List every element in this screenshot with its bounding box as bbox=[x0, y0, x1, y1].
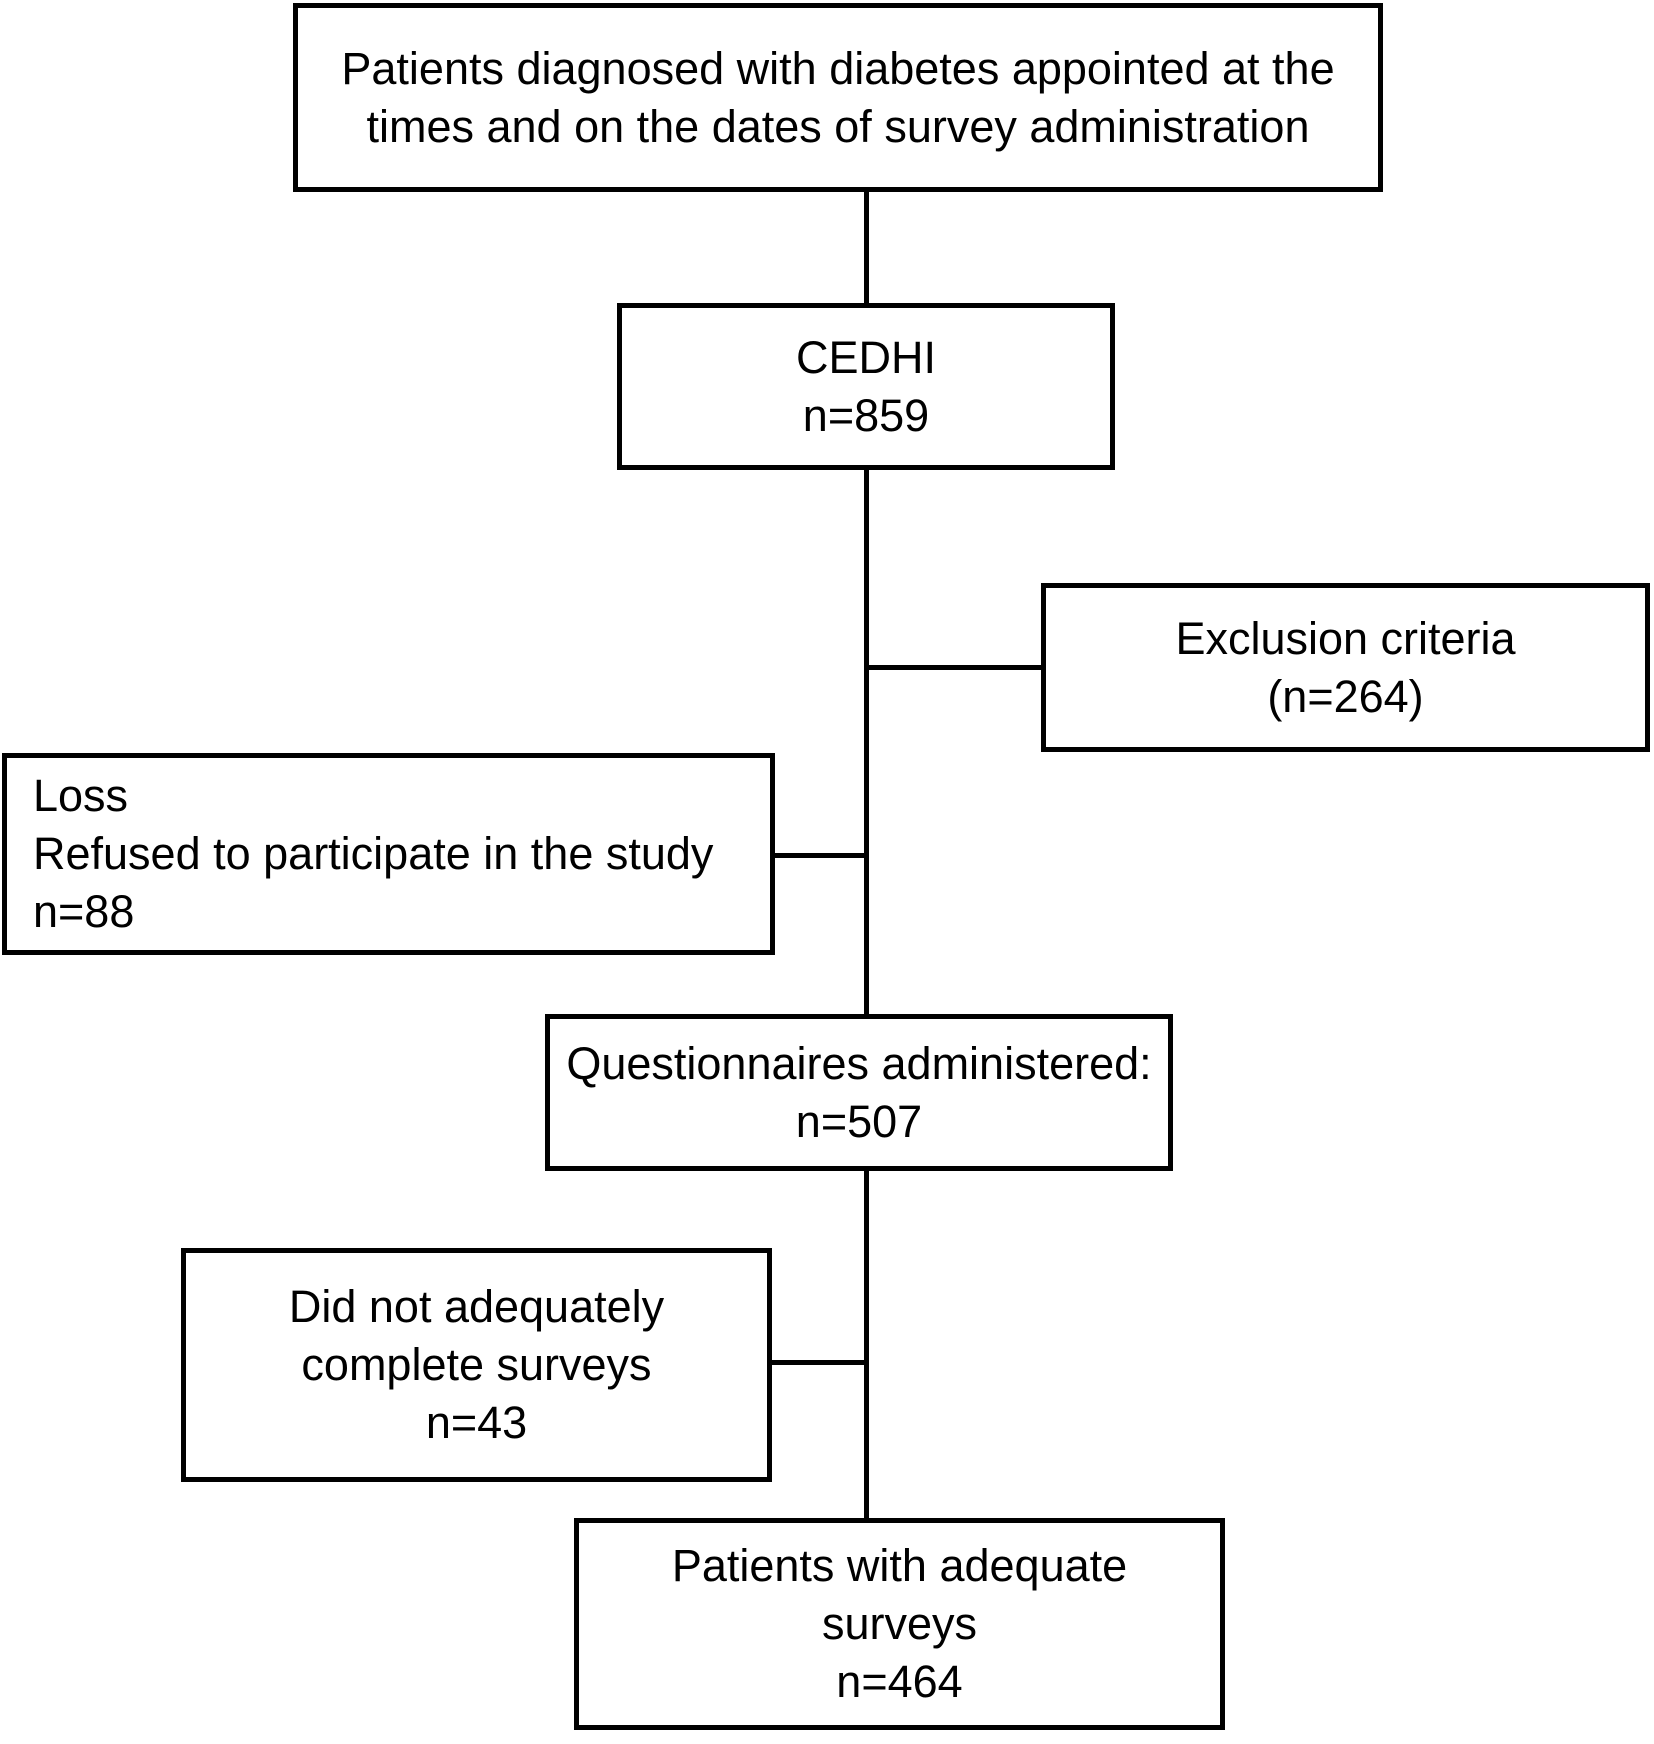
box-loss-line-2: Refused to participate in the study bbox=[33, 828, 714, 879]
connector-branch-loss bbox=[775, 853, 866, 858]
box-exclusion-criteria: Exclusion criteria (n=264) bbox=[1041, 583, 1650, 752]
connector-branch-incomplete bbox=[772, 1360, 866, 1365]
box-eligible-patients: Patients diagnosed with diabetes appoint… bbox=[293, 3, 1383, 192]
connector-cedhi-to-questionnaires bbox=[864, 470, 869, 1014]
box-eligible-line-2: times and on the dates of survey adminis… bbox=[366, 100, 1310, 152]
box-exclusion-count: (n=264) bbox=[1267, 670, 1424, 722]
box-cedhi-label: CEDHI bbox=[795, 331, 936, 383]
box-loss-count: n=88 bbox=[33, 886, 135, 937]
box-questionnaires-administered: Questionnaires administered: n=507 bbox=[545, 1014, 1173, 1171]
box-exclusion-label: Exclusion criteria bbox=[1175, 612, 1516, 664]
box-loss-refused: Loss Refused to participate in the study… bbox=[2, 753, 775, 955]
box-adequate-line-2: surveys bbox=[821, 1598, 978, 1649]
box-eligible-line-1: Patients diagnosed with diabetes appoint… bbox=[341, 42, 1335, 94]
connector-questionnaires-to-adequate bbox=[864, 1171, 869, 1518]
box-cedhi-count: n=859 bbox=[802, 389, 930, 441]
box-questionnaires-count: n=507 bbox=[795, 1095, 923, 1147]
box-incomplete-line-1: Did not adequately bbox=[288, 1281, 665, 1332]
box-adequate-count: n=464 bbox=[836, 1656, 963, 1707]
box-loss-line-1: Loss bbox=[33, 770, 129, 821]
connector-branch-exclusion bbox=[866, 665, 1041, 670]
connector-eligible-to-cedhi bbox=[864, 192, 869, 303]
box-adequate-surveys: Patients with adequate surveys n=464 bbox=[574, 1518, 1225, 1730]
box-adequate-line-1: Patients with adequate bbox=[671, 1540, 1128, 1591]
box-incomplete-line-2: complete surveys bbox=[301, 1339, 652, 1390]
box-cedhi: CEDHI n=859 bbox=[617, 303, 1115, 470]
box-questionnaires-label: Questionnaires administered: bbox=[566, 1037, 1152, 1089]
box-incomplete-surveys: Did not adequately complete surveys n=43 bbox=[181, 1248, 772, 1482]
box-incomplete-count: n=43 bbox=[425, 1397, 528, 1448]
